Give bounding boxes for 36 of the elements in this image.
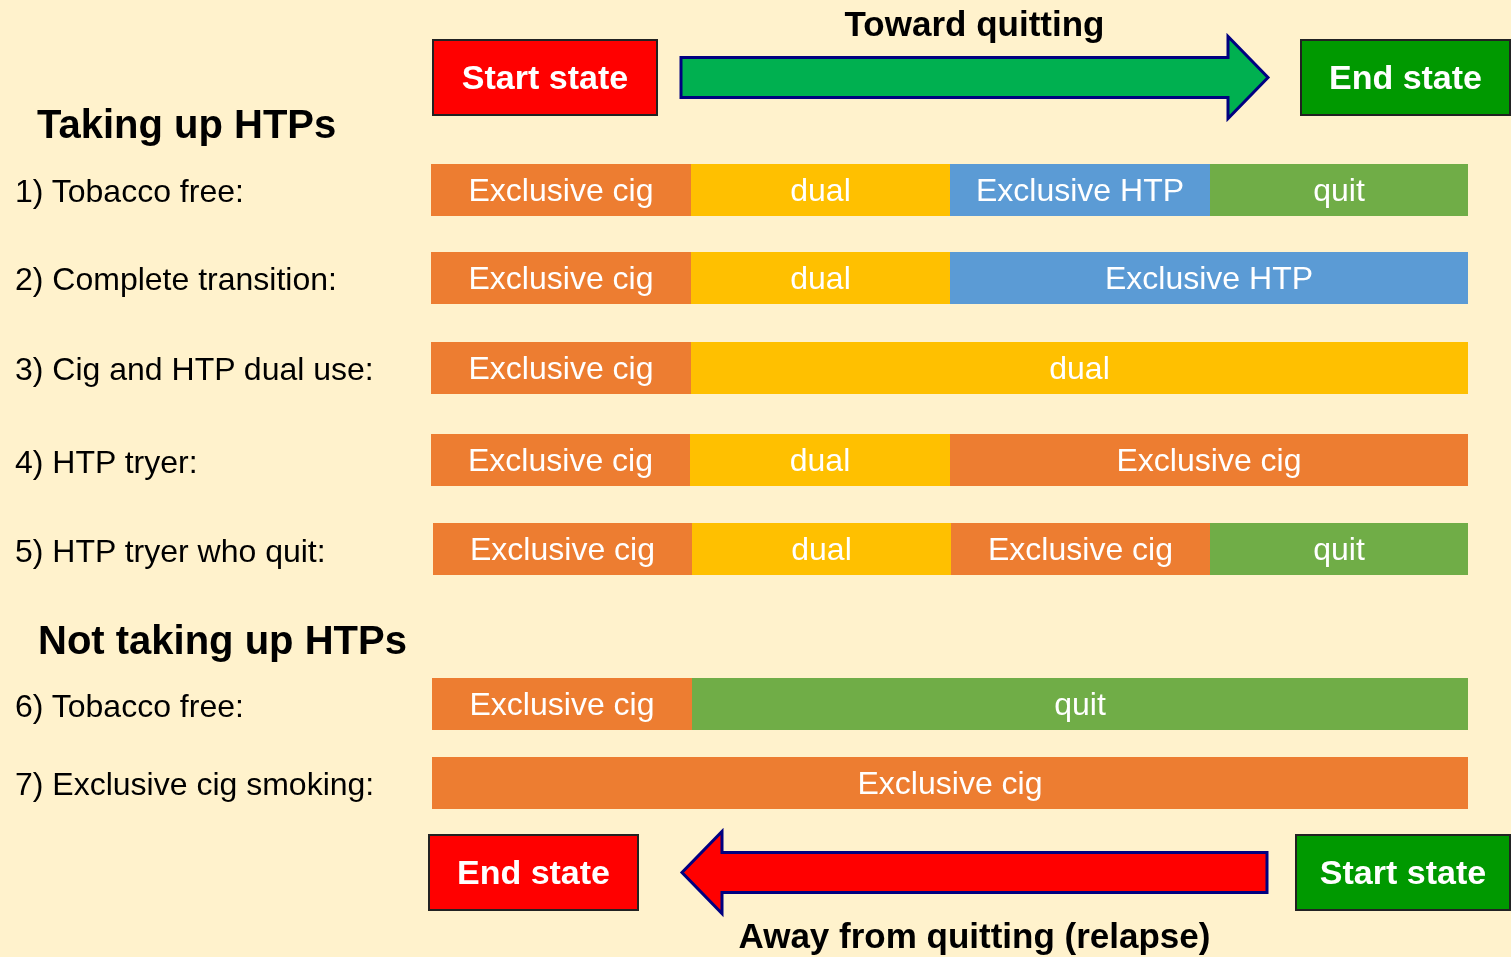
timeline-segment: quit xyxy=(1210,164,1468,216)
timeline-segment: Exclusive cig xyxy=(432,757,1468,809)
timeline-segment: Exclusive HTP xyxy=(950,164,1210,216)
block-arrow xyxy=(679,32,1271,123)
row-label: 3) Cig and HTP dual use: xyxy=(15,350,374,388)
timeline-segment: Exclusive cig xyxy=(433,523,692,575)
edge-label: Away from quitting (relapse) xyxy=(738,916,1211,956)
timeline-segment: dual xyxy=(691,164,950,216)
row-label: 2) Complete transition: xyxy=(15,260,337,298)
timeline-segment: quit xyxy=(692,678,1468,730)
timeline-segment: dual xyxy=(690,434,950,486)
row-label: 6) Tobacco free: xyxy=(15,687,244,725)
state-box: Start state xyxy=(1295,834,1511,911)
timeline-segment: Exclusive cig xyxy=(431,342,691,394)
block-arrow xyxy=(679,827,1269,918)
timeline-segment: dual xyxy=(691,252,950,304)
row-label: 1) Tobacco free: xyxy=(15,172,244,210)
timeline-segment: Exclusive HTP xyxy=(950,252,1468,304)
timeline-segment: Exclusive cig xyxy=(432,678,692,730)
timeline-segment: Exclusive cig xyxy=(950,434,1468,486)
state-box: Start state xyxy=(432,39,658,116)
timeline-segment: Exclusive cig xyxy=(431,434,690,486)
section-heading: Taking up HTPs xyxy=(37,101,337,147)
timeline-segment: Exclusive cig xyxy=(431,164,691,216)
state-box: End state xyxy=(428,834,639,911)
timeline-segment: dual xyxy=(692,523,951,575)
row-label: 5) HTP tryer who quit: xyxy=(15,532,326,570)
state-box: End state xyxy=(1300,39,1511,116)
section-heading: Not taking up HTPs xyxy=(38,617,407,663)
timeline-segment: dual xyxy=(691,342,1468,394)
timeline-segment: Exclusive cig xyxy=(951,523,1210,575)
timeline-segment: quit xyxy=(1210,523,1468,575)
timeline-segment: Exclusive cig xyxy=(431,252,691,304)
edge-label: Toward quitting xyxy=(844,4,1105,44)
row-label: 7) Exclusive cig smoking: xyxy=(15,765,375,803)
row-label: 4) HTP tryer: xyxy=(15,443,198,481)
